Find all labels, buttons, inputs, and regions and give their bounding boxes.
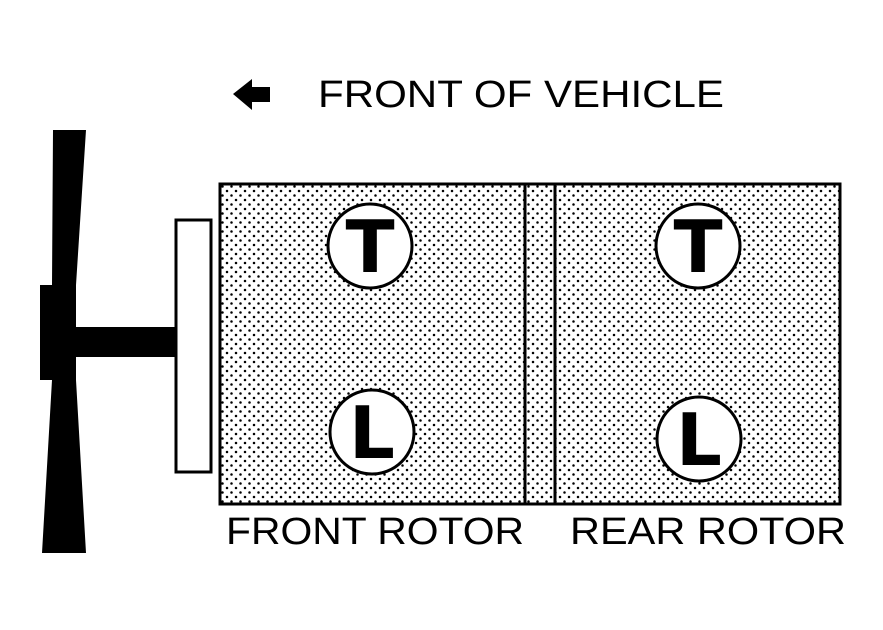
rear-leading-plug-label: L: [676, 398, 722, 482]
rear-trailing-plug-label: T: [673, 205, 722, 289]
rear-trailing-plug-icon: T: [654, 202, 742, 290]
front-trailing-plug-icon: T: [326, 202, 414, 290]
front-leading-plug-label: L: [349, 391, 395, 475]
front-cover-plate: [174, 218, 213, 474]
intermediate-housing: [523, 182, 557, 506]
front-leading-plug-icon: L: [328, 388, 416, 476]
arrow-left-icon: [233, 79, 270, 110]
front-trailing-plug-label: T: [345, 205, 394, 289]
drive-shaft: [60, 327, 176, 357]
front-of-vehicle-label: FRONT OF VEHICLE: [318, 74, 724, 116]
rear-leading-plug-icon: L: [655, 395, 743, 483]
rear-rotor-label: REAR ROTOR: [570, 511, 846, 553]
front-rotor-label: FRONT ROTOR: [226, 511, 524, 553]
